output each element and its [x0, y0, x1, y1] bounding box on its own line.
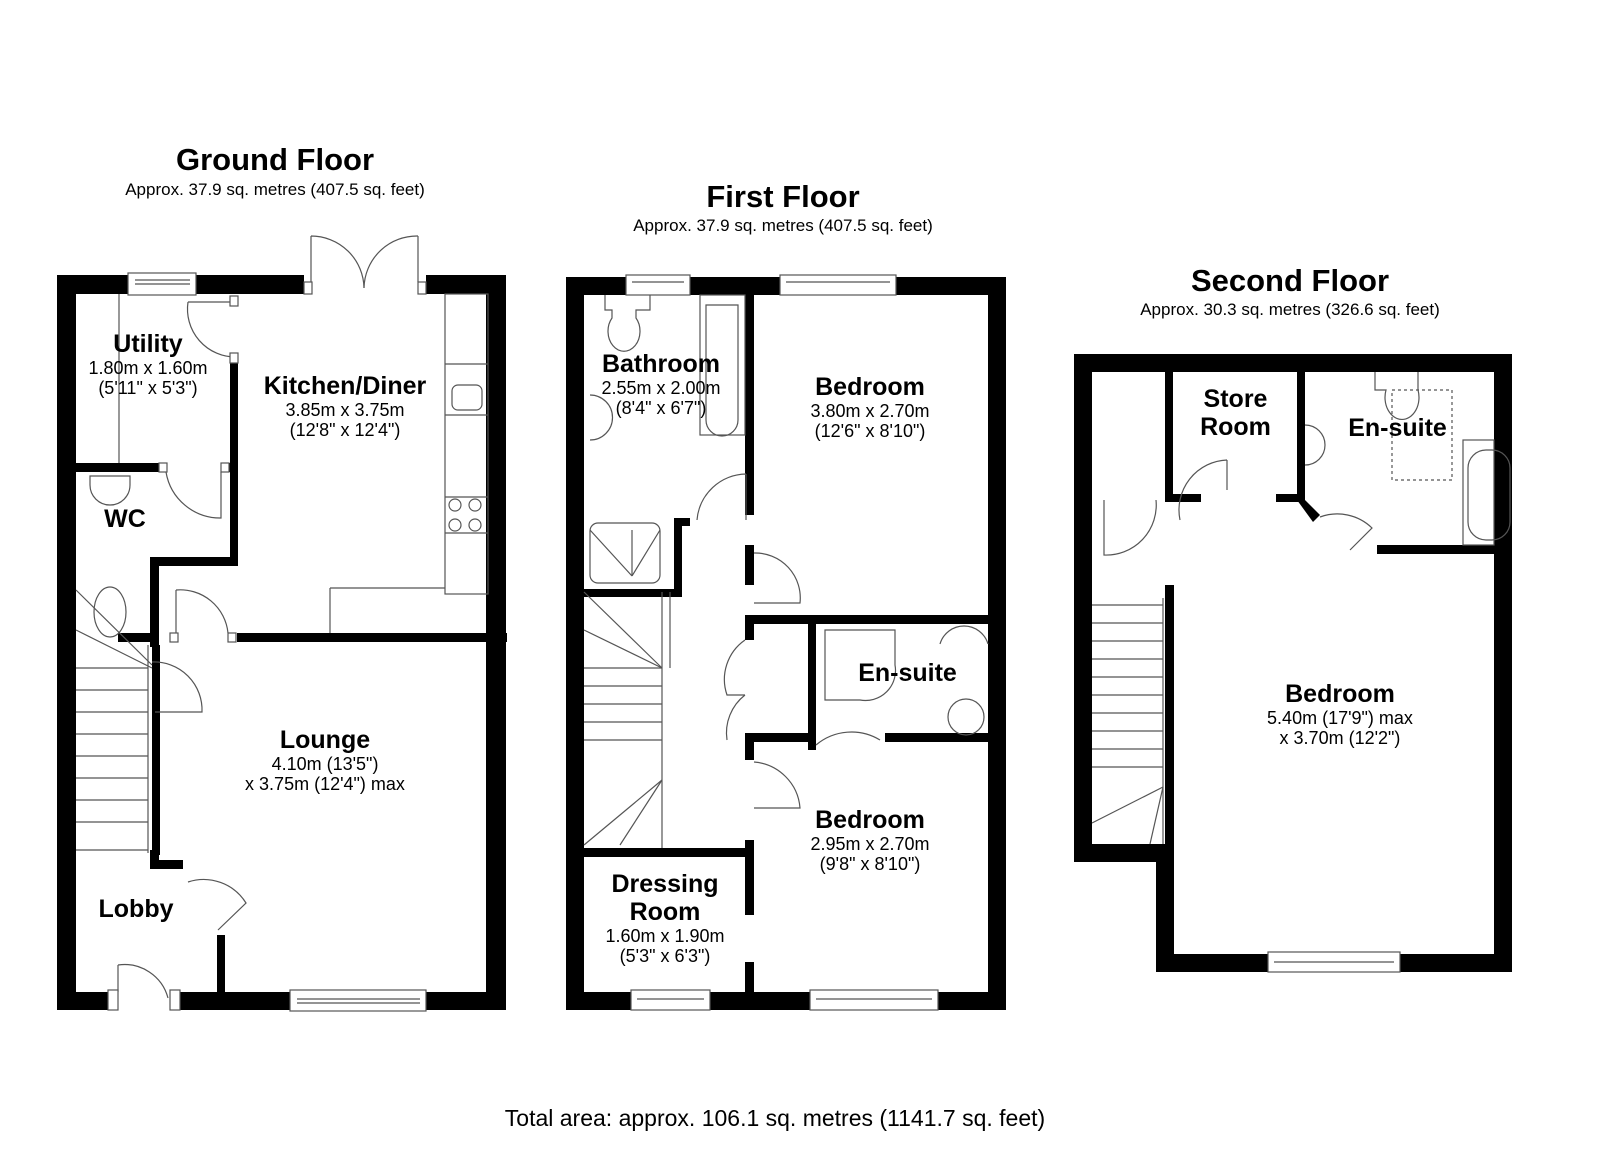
total-area: Total area: approx. 106.1 sq. metres (11…: [504, 1105, 1046, 1131]
second-floor-walls: [1074, 354, 1512, 972]
room-name: Kitchen/Diner: [263, 372, 427, 400]
first-floor-area: Approx. 37.9 sq. metres (407.5 sq. feet): [633, 216, 933, 235]
second-floor-area: Approx. 30.3 sq. metres (326.6 sq. feet): [1140, 300, 1440, 319]
room-label-wc: WC: [95, 505, 155, 533]
room-dimensions-metric: 2.55m x 2.00m: [601, 378, 721, 398]
room-label-bathroom: Bathroom 2.55m x 2.00m (8'4" x 6'7"): [586, 350, 736, 418]
room-name: Lobby: [98, 895, 174, 923]
second-floor-fixtures: [1091, 372, 1511, 973]
second-floor-plan: [1074, 354, 1512, 973]
room-name: Store: [1203, 385, 1268, 413]
room-name: Bedroom: [815, 806, 925, 834]
room-dimensions-metric: 1.60m x 1.90m: [605, 926, 725, 946]
room-dimensions-imperial: x 3.70m (12'2"): [1279, 728, 1401, 749]
room-label-lounge: Lounge 4.10m (13'5") x 3.75m (12'4") max: [215, 726, 435, 794]
room-name: En-suite: [858, 659, 957, 687]
room-dimensions-imperial: (5'11" x 5'3"): [98, 378, 198, 399]
room-name-line2: Room: [1200, 413, 1271, 441]
room-name: Utility: [113, 330, 183, 358]
room-label-en-suite-second: En-suite: [1340, 414, 1455, 442]
room-label-dressing-room: Dressing Room 1.60m x 1.90m (5'3" x 6'3"…: [590, 870, 740, 966]
ground-floor-title: Ground Floor: [175, 142, 375, 177]
room-name: Bedroom: [1285, 680, 1395, 708]
room-label-bedroom-1: Bedroom 3.80m x 2.70m (12'6" x 8'10"): [790, 373, 950, 441]
ground-floor-walls: [57, 275, 507, 1010]
room-name: Bedroom: [815, 373, 925, 401]
room-dimensions-imperial: (9'8" x 8'10"): [819, 854, 921, 875]
room-dimensions-imperial: (12'8" x 12'4"): [289, 420, 401, 441]
ground-floor-fixtures: [75, 235, 489, 1012]
room-label-store-room: Store Room: [1178, 385, 1293, 441]
room-dimensions-metric: 1.80m x 1.60m: [88, 358, 208, 378]
room-dimensions-metric: 3.85m x 3.75m: [285, 400, 405, 420]
room-name: WC: [104, 505, 146, 533]
room-dimensions-metric: 2.95m x 2.70m: [810, 834, 930, 854]
room-label-bedroom-second: Bedroom 5.40m (17'9") max x 3.70m (12'2"…: [1230, 680, 1450, 748]
room-dimensions-imperial: x 3.75m (12'4") max: [245, 774, 405, 795]
first-floor-fixtures: [583, 274, 989, 1011]
room-dimensions-metric: 5.40m (17'9") max: [1267, 708, 1413, 728]
first-floor-walls: [566, 277, 1006, 1010]
room-dimensions-imperial: (5'3" x 6'3"): [619, 946, 711, 967]
room-dimensions-imperial: (12'6" x 8'10"): [814, 421, 926, 442]
room-name: En-suite: [1348, 414, 1447, 442]
room-label-kitchen-diner: Kitchen/Diner 3.85m x 3.75m (12'8" x 12'…: [245, 372, 445, 440]
room-label-en-suite-first: En-suite: [850, 659, 965, 687]
second-floor-title: Second Floor: [1190, 263, 1390, 298]
room-dimensions-metric: 3.80m x 2.70m: [810, 401, 930, 421]
first-floor-title: First Floor: [706, 179, 860, 214]
room-dimensions-metric: 4.10m (13'5"): [271, 754, 379, 774]
room-name: Lounge: [279, 726, 371, 754]
ground-floor-plan: [57, 235, 507, 1012]
room-name: Dressing: [611, 870, 719, 898]
room-label-lobby: Lobby: [86, 895, 186, 923]
ground-floor-area: Approx. 37.9 sq. metres (407.5 sq. feet): [125, 180, 425, 199]
room-label-bedroom-2: Bedroom 2.95m x 2.70m (9'8" x 8'10"): [790, 806, 950, 874]
room-dimensions-imperial: (8'4" x 6'7"): [615, 398, 707, 419]
room-name: Bathroom: [601, 350, 721, 378]
first-floor-plan: [566, 274, 1006, 1011]
room-label-utility: Utility 1.80m x 1.60m (5'11" x 5'3"): [68, 330, 228, 398]
room-name-line2: Room: [629, 898, 701, 926]
